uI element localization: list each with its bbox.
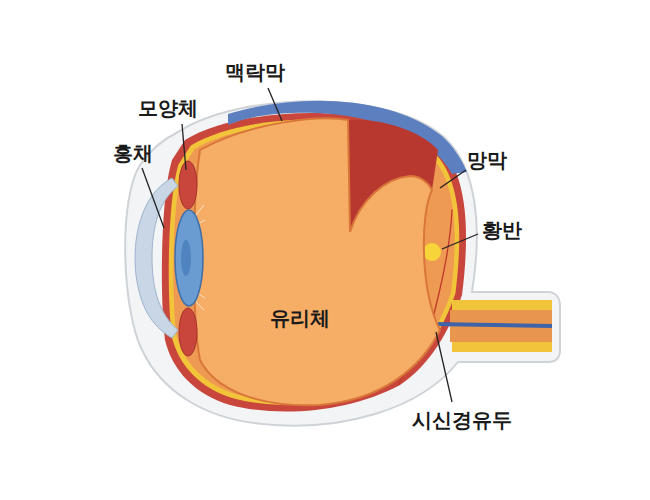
- pupil-edge: [181, 240, 191, 276]
- choroid-layer: [162, 113, 466, 412]
- part-label: 시신경유두: [412, 408, 512, 432]
- vitreous-body: [194, 119, 440, 406]
- optic-nerve-vessel: [432, 324, 552, 326]
- zonule-strand: [196, 302, 204, 310]
- macula-spot: [423, 243, 441, 261]
- leader-line: [268, 88, 282, 121]
- zonule-strand: [196, 205, 204, 215]
- iris: [175, 210, 203, 306]
- leader-line: [182, 124, 186, 170]
- cornea: [135, 178, 178, 338]
- leader-line: [440, 170, 466, 188]
- part-label: 유리체: [270, 306, 330, 330]
- leader-line: [442, 234, 478, 249]
- part-label: 모양체: [138, 96, 198, 120]
- eye-outer-shell: [125, 101, 560, 425]
- part-label: 황반: [482, 218, 522, 242]
- leader-line: [142, 168, 164, 228]
- leader-line: [436, 332, 452, 402]
- part-label: 홍채: [113, 141, 153, 165]
- ciliary-body: [179, 161, 197, 209]
- blood-vessel: [432, 210, 452, 322]
- part-label: 망막: [467, 148, 507, 172]
- part-label: 맥락막: [225, 60, 285, 84]
- ciliary-body: [179, 308, 197, 356]
